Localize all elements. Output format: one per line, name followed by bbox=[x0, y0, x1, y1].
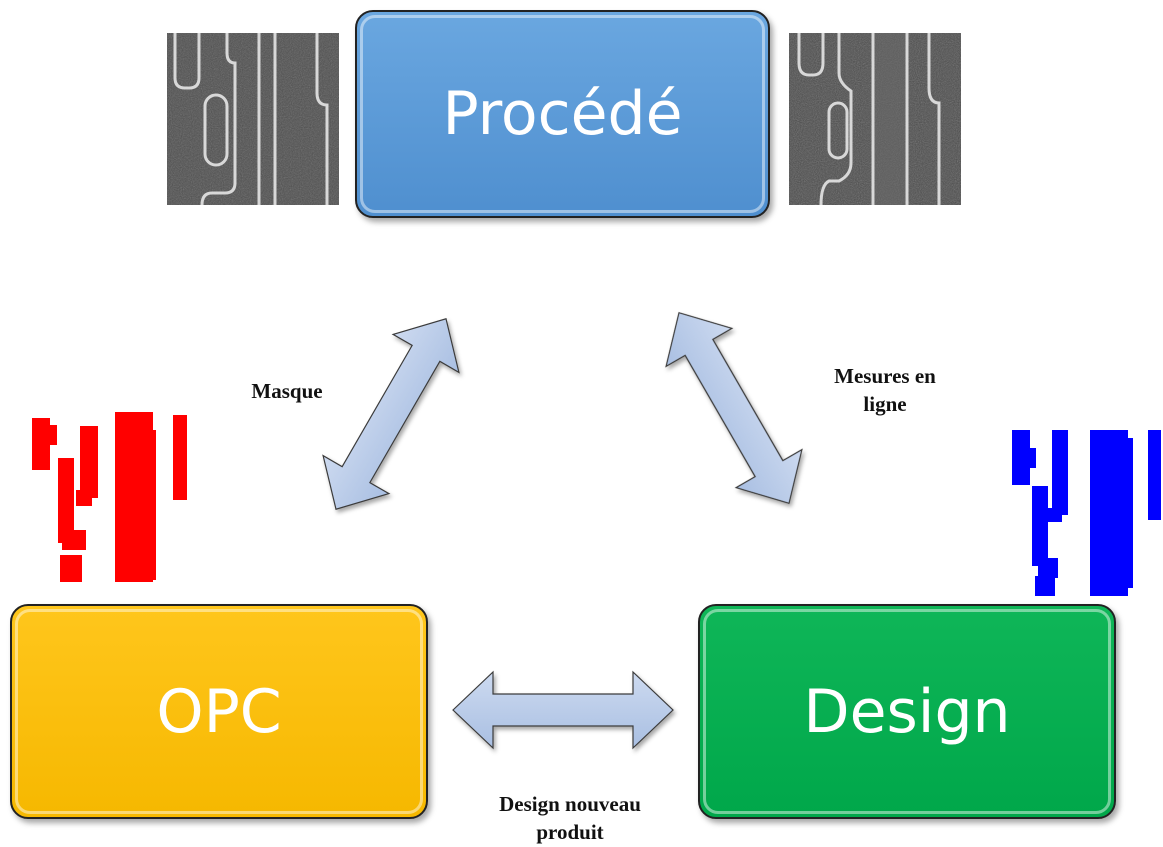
mesures-line2: ligne bbox=[863, 392, 907, 416]
masque-text: Masque bbox=[251, 379, 323, 403]
opc-box: OPC bbox=[10, 604, 428, 819]
arrow-opc-design bbox=[452, 670, 674, 750]
procede-box: Procédé bbox=[355, 10, 770, 218]
masque-label: Masque bbox=[232, 377, 342, 405]
design-box: Design bbox=[698, 604, 1116, 819]
design-label: Design bbox=[803, 676, 1011, 747]
arrow-procede-opc bbox=[322, 317, 460, 511]
blue-layout-pattern-image bbox=[1010, 428, 1163, 598]
opc-label: OPC bbox=[156, 676, 282, 747]
sem-image-right bbox=[789, 33, 961, 205]
sem-image-left bbox=[167, 33, 339, 205]
mesures-label: Mesures en ligne bbox=[800, 362, 970, 418]
design-nouveau-line1: Design nouveau bbox=[499, 792, 641, 816]
procede-label: Procédé bbox=[442, 79, 683, 149]
design-nouveau-line2: produit bbox=[536, 820, 604, 844]
red-layout-pattern-image bbox=[30, 410, 190, 585]
mesures-line1: Mesures en bbox=[834, 364, 936, 388]
arrow-procede-design bbox=[665, 311, 803, 505]
design-nouveau-label: Design nouveau produit bbox=[455, 790, 685, 846]
